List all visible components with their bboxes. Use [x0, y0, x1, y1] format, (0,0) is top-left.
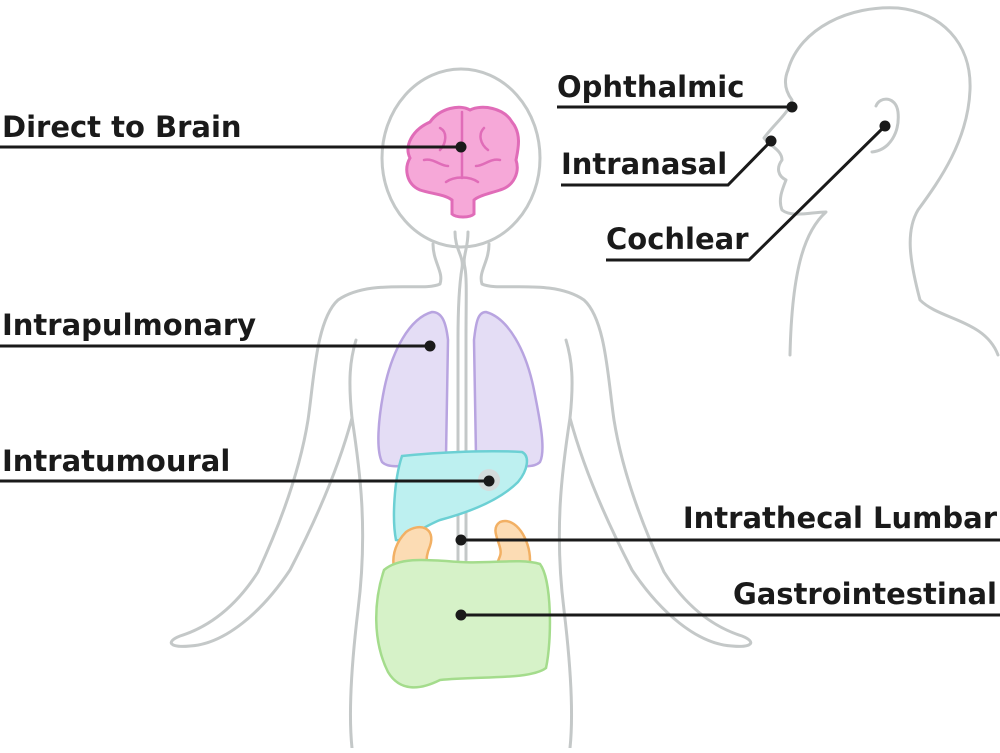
dot-intranasal — [765, 135, 777, 147]
profile-face — [762, 68, 828, 357]
left-lung — [377, 310, 450, 468]
left-arm-inner — [348, 338, 358, 420]
profile-head-outline — [762, 6, 1000, 357]
spinal-channel-left — [453, 230, 464, 562]
label-cochlear: Cochlear — [606, 222, 749, 256]
label-ophthalmic: Ophthalmic — [557, 70, 744, 104]
dot-intrathecal-lumbar — [455, 534, 467, 546]
right-lung — [472, 310, 544, 468]
dot-intratumoural — [483, 475, 495, 487]
head-outline — [380, 67, 542, 249]
label-intratumoural: Intratumoural — [2, 444, 230, 478]
intestines — [375, 558, 552, 689]
profile-ear — [870, 97, 900, 154]
label-intrapulmonary: Intrapulmonary — [2, 308, 256, 342]
label-intrathecal-lumbar: Intrathecal Lumbar — [683, 501, 998, 535]
right-arm-inner — [564, 338, 574, 420]
label-direct-to-brain: Direct to Brain — [2, 110, 242, 144]
leader-cochlear — [606, 124, 887, 262]
brain — [405, 105, 520, 219]
dot-direct-to-brain — [455, 141, 467, 153]
torso-outline — [169, 242, 443, 750]
dot-cochlear — [879, 120, 891, 132]
dot-gastrointestinal — [455, 609, 467, 621]
route-labels: Direct to Brain Intrapulmonary Intratumo… — [2, 70, 998, 611]
leader-lines — [0, 101, 1000, 621]
profile-head-back — [786, 6, 1000, 357]
label-gastrointestinal: Gastrointestinal — [733, 577, 997, 611]
dot-intrapulmonary — [424, 340, 436, 352]
body-outline — [169, 67, 753, 750]
dot-ophthalmic — [786, 101, 798, 113]
torso-outline-right — [479, 242, 753, 750]
label-intranasal: Intranasal — [561, 147, 727, 181]
leader-intranasal — [561, 139, 773, 187]
spinal-channel-right — [462, 230, 470, 562]
